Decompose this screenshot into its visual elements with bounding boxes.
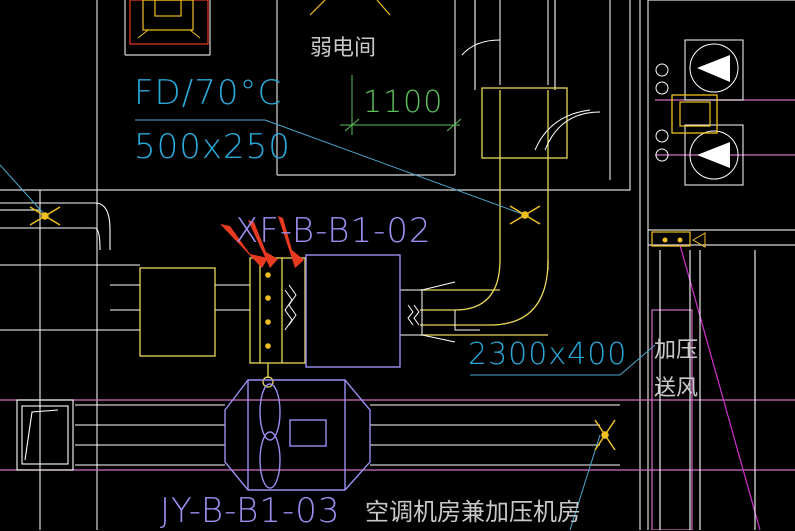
top-arrows bbox=[309, 0, 391, 16]
xf-unit-coil bbox=[284, 284, 297, 331]
yellow-elbow-duct bbox=[420, 87, 568, 336]
damper-x-icon bbox=[29, 206, 61, 226]
left-grille bbox=[16, 399, 74, 471]
damper-type-label: FD/70°C bbox=[134, 73, 283, 113]
fan-icon bbox=[259, 383, 281, 489]
pressurized-label-2: 送风 bbox=[654, 376, 699, 401]
damper-x-icon bbox=[594, 419, 616, 451]
room-ac-label: 空调机房兼加压机房 bbox=[365, 498, 581, 526]
red-arrow-icon bbox=[220, 216, 304, 268]
dimension-1100 bbox=[340, 75, 462, 135]
unit-jy-label: JY-B-B1-03 bbox=[160, 491, 341, 531]
damper-size-label: 500x250 bbox=[134, 127, 291, 167]
unit-xf-label: XF-B-B1-02 bbox=[235, 211, 432, 251]
white-duct-fittings bbox=[399, 39, 601, 343]
xf-fan-box bbox=[305, 254, 401, 368]
jy-unit bbox=[224, 379, 371, 491]
damper-x-icon bbox=[509, 205, 541, 225]
magenta-line bbox=[679, 244, 761, 530]
duct-size-label: 2300x400 bbox=[468, 337, 628, 372]
leader-lines bbox=[0, 119, 656, 530]
room-weak-label: 弱电间 bbox=[310, 36, 377, 61]
xf-unit-dots bbox=[265, 272, 271, 349]
right-fans bbox=[651, 39, 744, 248]
ducts bbox=[0, 0, 756, 530]
damper-markers bbox=[29, 205, 616, 451]
pressurized-label-1: 加压 bbox=[654, 338, 699, 363]
room-symbol-top bbox=[129, 0, 209, 45]
flex-connector bbox=[407, 304, 420, 326]
dimension-label: 1100 bbox=[363, 85, 444, 120]
xf-unit bbox=[139, 257, 306, 388]
